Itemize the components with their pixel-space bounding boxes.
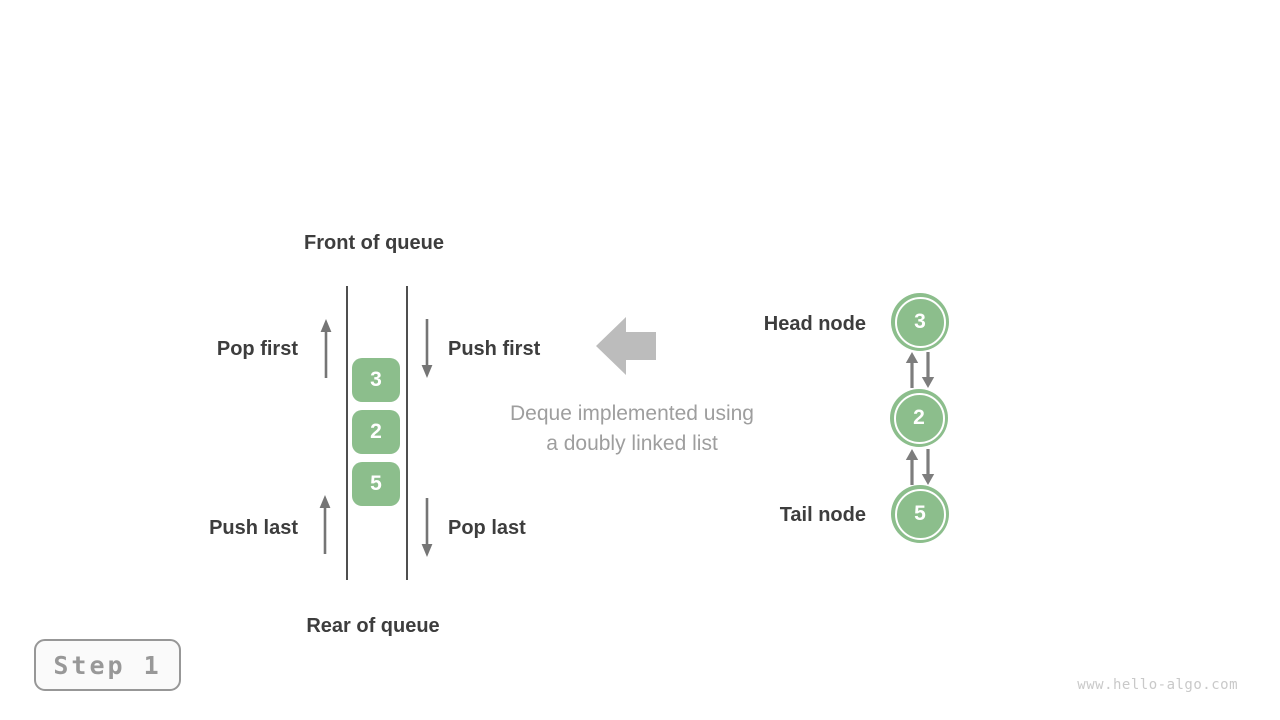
pop-last-label: Pop last [448, 517, 526, 539]
linked-node: 5 [891, 485, 949, 543]
watermark: www.hello-algo.com [1077, 677, 1238, 693]
push-first-down-arrow-icon [421, 319, 433, 378]
push-last-label: Push last [209, 517, 298, 539]
node-value: 2 [893, 392, 945, 444]
push-last-up-arrow-icon [319, 495, 331, 554]
queue-item: 3 [352, 358, 400, 402]
queue-left-wall [346, 286, 348, 580]
caption-line-2: a doubly linked list [546, 432, 718, 455]
front-of-queue-label: Front of queue [304, 232, 444, 254]
step-badge: Step 1 [34, 639, 181, 691]
caption-line-1: Deque implemented using [510, 402, 754, 425]
node-value: 3 [894, 296, 946, 348]
push-first-label: Push first [448, 338, 541, 360]
queue-item: 2 [352, 410, 400, 454]
big-left-arrow-icon [596, 317, 656, 375]
queue-item: 5 [352, 462, 400, 506]
rear-of-queue-label: Rear of queue [306, 615, 440, 637]
diagram-caption: Deque implemented using a doubly linked … [510, 399, 754, 459]
tail-node-label: Tail node [779, 504, 866, 526]
linked-node: 2 [890, 389, 948, 447]
queue-right-wall [406, 286, 408, 580]
linked-node: 3 [891, 293, 949, 351]
pop-first-up-arrow-icon [320, 319, 332, 378]
node-value: 5 [894, 488, 946, 540]
bidirectional-arrows-icon [905, 352, 935, 388]
head-node-label: Head node [763, 313, 866, 335]
pop-last-down-arrow-icon [421, 498, 433, 557]
pop-first-label: Pop first [216, 338, 298, 360]
bidirectional-arrows-icon [905, 449, 935, 485]
